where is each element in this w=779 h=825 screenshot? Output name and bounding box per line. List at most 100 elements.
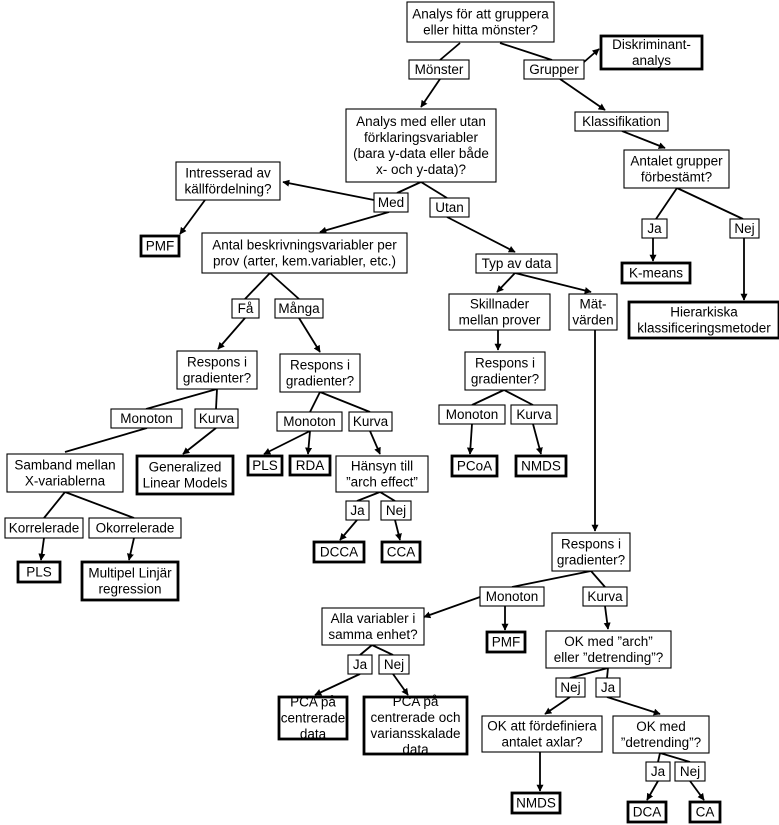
node-label: Ja [353,657,368,672]
node-dca: DCA [626,800,668,824]
connector-line [590,570,606,588]
connector-line [396,181,422,194]
connector-line [544,696,571,715]
node-monster: Mönster [408,59,470,80]
node-pls-fa: PLS [16,560,62,584]
node-label: Diskriminant- [612,37,691,52]
node-label: Kurva [587,589,623,604]
node-label: gradienter? [557,553,625,568]
connector-line [603,605,611,630]
node-label: Kurva [516,407,552,422]
node-box [612,715,710,754]
node-label: data [300,727,327,742]
connector-line [339,519,358,541]
connector-line [145,388,218,410]
node-label: Kurva [199,411,235,426]
connector-line [298,317,321,353]
node-label: Intresserad av [185,166,271,181]
node-label: Nej [680,764,700,779]
node-hansyn: Hänsyn till”arch effect” [335,455,429,493]
connector-line [606,696,661,716]
node-box [135,454,235,496]
node-ja-dcca: Ja [345,500,370,521]
node-label: Grupper [529,62,579,77]
node-label: förbestämt? [641,170,712,185]
node-kurva-mat: Kurva [582,586,628,607]
node-box [345,108,497,183]
node-matvarden: Mät-värden [568,293,618,331]
node-label: Nej [386,503,406,518]
node-kurva-fa: Kurva [194,408,239,429]
node-label: Nej [560,680,580,695]
connector-line [446,216,516,253]
node-box [479,586,545,607]
node-label: eller hitta mönster? [423,23,538,38]
connector-line [439,42,461,61]
connector-line [359,644,373,656]
node-box [688,800,722,824]
node-box [4,517,84,539]
node-box [599,34,704,71]
node-monoton-manga: Monoton [276,411,343,432]
node-label: centrerade och [370,710,460,725]
node-label: x- och y-data)? [376,162,466,177]
node-box [475,253,558,274]
node-label: OK med ”arch” [564,634,653,649]
node-label: Med [378,195,404,210]
node-box [574,111,669,132]
node-typ-av-data: Typ av data [475,253,558,274]
node-box [279,353,361,393]
node-box [16,560,62,584]
connector-line [282,179,375,201]
node-box [551,532,631,572]
node-box [321,607,425,646]
node-box [645,761,671,782]
connector-line [314,673,361,696]
node-label: Monoton [283,414,336,429]
node-label: samma enhet? [328,627,417,642]
node-label: Antalet grupper [630,154,723,169]
node-kmeans: K-means [620,261,692,285]
node-box [514,454,568,478]
connector-line [356,491,381,502]
connector-line [657,752,661,763]
node-ca: CA [688,800,722,824]
node-label: PCA på [290,695,336,710]
connector-line [466,423,474,455]
node-label: Okorrelerade [96,521,175,536]
node-label: förklaringsvariabler [364,130,479,145]
node-ok-arch: OK med ”arch”eller ”detrending”? [545,630,672,669]
node-label: CA [696,805,715,820]
node-box [80,560,180,602]
node-box [510,404,558,425]
node-box [312,540,366,564]
node-pmf-1: PMF [139,234,181,258]
node-okorrelerade: Okorrelerade [88,517,182,539]
node-box [139,234,181,258]
node-label: Samband mellan [14,458,115,473]
node-label: eller ”detrending”? [554,650,664,665]
node-box [545,630,672,669]
node-label: ”detrending”? [621,735,701,750]
node-box [450,454,499,478]
node-korrelerade: Korrelerade [4,517,84,539]
node-rda: RDA [288,454,332,477]
node-box [674,761,706,782]
node-label: Utan [435,200,464,215]
node-monoton-mat: Monoton [479,586,545,607]
node-label: K-means [629,266,683,281]
node-label: Antal beskrivningsvariabler per [212,238,397,253]
node-nej-cca: Nej [380,500,412,521]
connector-line [182,427,217,455]
node-label: CCA [387,545,416,560]
node-label: Analys för att gruppera [412,7,549,22]
node-box [620,261,692,285]
node-label: regression [98,582,161,597]
node-box [335,455,429,493]
node-label: Respons i [187,355,247,370]
